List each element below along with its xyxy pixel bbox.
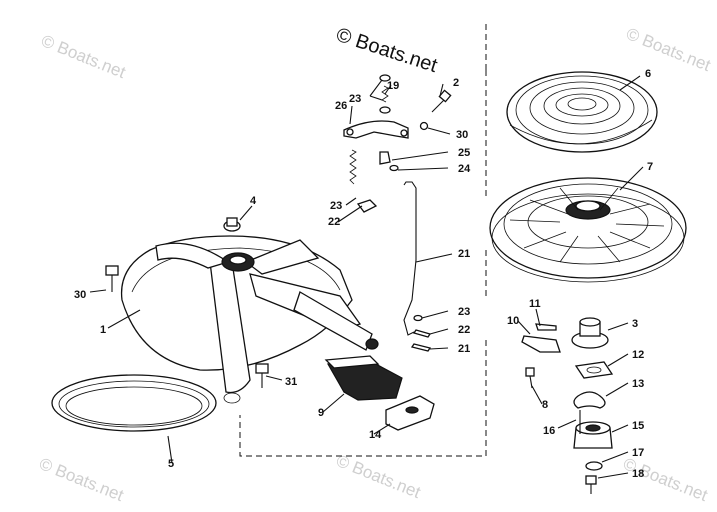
- part-2-screw: [431, 89, 452, 113]
- callout-25: 22: [328, 216, 340, 228]
- part-5-rope: [51, 374, 217, 432]
- callout-16: 16: [543, 425, 555, 437]
- callout-12: 12: [632, 349, 644, 361]
- part-23-washer-lower: [413, 314, 423, 322]
- callout-27: 24: [458, 163, 471, 175]
- part-12-bushing: [574, 361, 614, 379]
- part-23-washer-top: [379, 74, 391, 82]
- part-30-bolt: [105, 265, 119, 292]
- callout-11: 11: [529, 298, 541, 310]
- part-9-handle: [324, 355, 403, 401]
- callout-18: 18: [632, 468, 644, 480]
- part-25-clip: [356, 199, 378, 213]
- part-29-lever: [343, 120, 409, 139]
- part-3-retainer: [571, 317, 609, 349]
- watermark-top-left: © Boats.net: [39, 31, 129, 82]
- callout-23-top: 23: [349, 93, 361, 105]
- callout-19: 19: [387, 80, 399, 92]
- callout-30-top: 30: [456, 129, 468, 141]
- part-27-washer: [389, 164, 399, 172]
- part-17-washer: [585, 461, 603, 471]
- callout-5: 5: [168, 458, 174, 470]
- callout-10: 10: [507, 315, 519, 327]
- callout-24: 21: [458, 248, 470, 260]
- callout-29: 26: [335, 100, 347, 112]
- callout-15: 15: [632, 420, 644, 432]
- leader-lines: [89, 75, 644, 479]
- part-23-washer-bottom: [379, 106, 391, 114]
- part-8-screw: [525, 367, 535, 389]
- callout-28: 25: [458, 147, 470, 159]
- callout-1: 1: [100, 324, 106, 336]
- callout-26: 23: [330, 200, 342, 212]
- part-15-spacer: [573, 421, 613, 449]
- watermark-main: © Boats.net: [333, 24, 440, 77]
- callout-9: 9: [318, 407, 324, 419]
- callout-30-lower: 30: [74, 289, 86, 301]
- part-14-handle-insert: [385, 395, 435, 431]
- part-26-spring: [349, 149, 357, 185]
- part-11-spring: [535, 323, 557, 331]
- callout-2: 2: [453, 77, 459, 89]
- callout-17: 17: [632, 447, 644, 459]
- watermark-top-right: © Boats.net: [624, 24, 714, 75]
- callout-21-label: 21: [458, 343, 470, 355]
- callout-4: 4: [250, 195, 257, 207]
- part-31-bolt: [255, 363, 269, 388]
- part-6-spring-housing: [506, 71, 658, 153]
- watermark-bottom-left: © Boats.net: [37, 454, 127, 505]
- part-30-washer-upper: [419, 121, 429, 131]
- part-18-bolt: [585, 475, 597, 494]
- part-13-spring-clip: [573, 391, 606, 409]
- callout-8: 8: [542, 399, 548, 411]
- watermark-bottom-center: © Boats.net: [334, 451, 424, 502]
- callout-3: 3: [632, 318, 638, 330]
- part-24-link-rod: [403, 181, 417, 336]
- callout-22-label: 22: [458, 324, 470, 336]
- callout-6: 6: [645, 68, 651, 80]
- callout-23-lower: 23: [458, 306, 470, 318]
- callout-labels: 2 19 23 26 30 25 24 23 22 21 23 19 22 21…: [74, 68, 653, 480]
- part-28-plunger: [379, 151, 391, 165]
- callout-13: 13: [632, 378, 644, 390]
- callout-31: 31: [285, 376, 297, 388]
- callout-14: 14: [369, 429, 382, 441]
- part-22-pin: [412, 329, 432, 338]
- part-21-pin: [410, 343, 432, 352]
- callout-7: 7: [647, 161, 653, 173]
- assembly-outline: [239, 22, 487, 457]
- part-1-starter-housing: [120, 217, 379, 404]
- part-10-pawl: [521, 335, 561, 353]
- part-7-rewind-pulley: [489, 177, 687, 283]
